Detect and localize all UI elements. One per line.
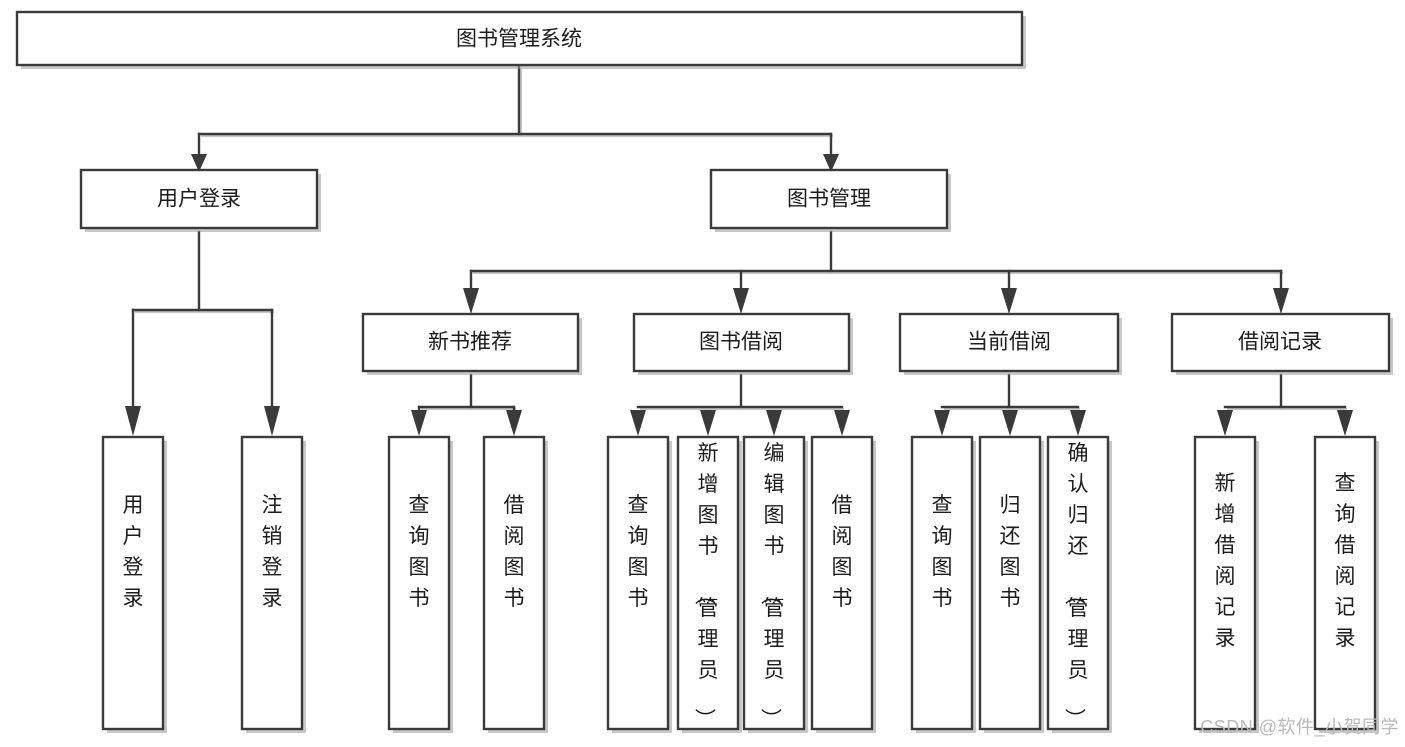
node-borrow-record-label: 借阅记录 (1238, 331, 1322, 354)
leaf-user-login-login-box (101, 435, 165, 731)
arrow-head-leaf-logout (264, 406, 280, 436)
node-user-login-box (79, 168, 319, 230)
node-current-borrow[interactable]: 当前借阅 (898, 312, 1122, 375)
node-user-login[interactable]: 用户登录 (79, 168, 321, 232)
node-root-label: 图书管理系统 (456, 28, 582, 51)
leaf-book-borrow-add-label: 新增图书（管理员） (693, 442, 719, 729)
leaf-borrow-record-query[interactable]: 查询借阅记录 (1313, 435, 1379, 733)
node-root[interactable]: 图书管理系统 (15, 10, 1026, 69)
leaf-user-login-logout-label: 注销登录 (262, 494, 283, 610)
leaf-current-borrow-return[interactable]: 归还图书 (978, 435, 1044, 733)
node-book-borrow[interactable]: 图书借阅 (632, 312, 853, 375)
arrow-head-bookborrow-leaf1 (630, 410, 646, 436)
leaf-current-borrow-confirm-label: 确认归还（管理员） (1063, 442, 1089, 729)
leaf-new-book-query[interactable]: 查询图书 (387, 435, 453, 733)
leaf-book-borrow-edit-label: 编辑图书（管理员） (759, 442, 785, 729)
node-book-management-label: 图书管理 (787, 188, 871, 211)
leaf-borrow-record-query-box (1313, 435, 1377, 731)
leaf-current-borrow-confirm[interactable]: 确认归还（管理员） (1046, 435, 1112, 733)
leaf-current-borrow-return-box (978, 435, 1042, 731)
arrow-head-current-borrow (1001, 288, 1017, 314)
arrow-head-bookborrow-leaf3 (766, 410, 782, 436)
node-user-login-label: 用户登录 (157, 188, 241, 211)
node-current-borrow-box (898, 312, 1120, 373)
leaf-book-borrow-add-box (676, 435, 740, 731)
arrow-head-book-mgmt (823, 154, 839, 172)
leaf-book-borrow-query-box (606, 435, 670, 731)
leaf-borrow-record-add-label: 新增借阅记录 (1215, 472, 1236, 650)
node-borrow-record-box (1170, 312, 1391, 373)
leaf-user-login-logout[interactable]: 注销登录 (240, 435, 306, 733)
arrow-head-newbook-leaf1 (411, 410, 427, 436)
leaf-book-borrow-borrow[interactable]: 借阅图书 (810, 435, 876, 733)
node-book-management-box (709, 168, 949, 230)
leaf-new-book-borrow-label: 借阅图书 (504, 494, 525, 610)
arrow-head-currentborrow-leaf2 (1002, 410, 1018, 436)
leaf-book-borrow-query[interactable]: 查询图书 (606, 435, 672, 733)
arrow-head-borrowrecord-leaf1 (1217, 410, 1233, 436)
leaf-user-login-logout-box (240, 435, 304, 731)
arrow-head-new-book (463, 288, 479, 314)
leaf-book-borrow-edit-box (742, 435, 806, 731)
arrow-head-user-login (191, 154, 207, 172)
node-borrow-record[interactable]: 借阅记录 (1170, 312, 1393, 375)
arrow-head-book-borrow (733, 288, 749, 314)
arrow-head-currentborrow-leaf1 (934, 410, 950, 436)
leaf-current-borrow-query-label: 查询图书 (932, 494, 953, 610)
node-book-borrow-label: 图书借阅 (699, 331, 783, 354)
arrow-head-bookborrow-leaf4 (834, 410, 850, 436)
arrow-head-borrowrecord-leaf2 (1337, 410, 1353, 436)
leaf-book-borrow-query-label: 查询图书 (628, 494, 649, 610)
node-book-management[interactable]: 图书管理 (709, 168, 951, 232)
leaf-current-borrow-return-label: 归还图书 (1000, 494, 1021, 610)
node-new-book-recommend-box (361, 312, 580, 373)
arrow-head-currentborrow-leaf3 (1070, 410, 1086, 436)
leaf-borrow-record-add[interactable]: 新增借阅记录 (1193, 435, 1259, 733)
node-new-book-recommend[interactable]: 新书推荐 (361, 312, 582, 375)
node-current-borrow-label: 当前借阅 (967, 331, 1051, 354)
leaf-new-book-query-label: 查询图书 (409, 494, 430, 610)
edge-layer (125, 64, 1353, 436)
leaf-borrow-record-add-box (1193, 435, 1257, 731)
leaf-book-borrow-edit[interactable]: 编辑图书（管理员） (742, 435, 808, 733)
node-book-borrow-box (632, 312, 851, 373)
leaf-current-borrow-query-box (910, 435, 974, 731)
arrow-head-bookborrow-leaf2 (700, 410, 716, 436)
leaf-current-borrow-confirm-box (1046, 435, 1110, 731)
leaf-user-login-login-label: 用户登录 (123, 494, 144, 610)
leaf-book-borrow-borrow-label: 借阅图书 (832, 494, 853, 610)
leaf-borrow-record-query-label: 查询借阅记录 (1335, 472, 1356, 650)
leaf-user-login-login[interactable]: 用户登录 (101, 435, 167, 733)
arrow-head-leaf-user-login (125, 406, 141, 436)
csdn-watermark: CSDN @软件_小贺同学 (1200, 717, 1399, 737)
arrow-head-newbook-leaf2 (506, 410, 522, 436)
leaf-current-borrow-query[interactable]: 查询图书 (910, 435, 976, 733)
leaf-book-borrow-borrow-box (810, 435, 874, 731)
node-root-box (15, 10, 1024, 67)
leaf-new-book-borrow[interactable]: 借阅图书 (482, 435, 548, 733)
leaf-new-book-borrow-box (482, 435, 546, 731)
leaf-new-book-query-box (387, 435, 451, 731)
node-new-book-recommend-label: 新书推荐 (428, 331, 512, 354)
leaf-book-borrow-add[interactable]: 新增图书（管理员） (676, 435, 742, 733)
arrow-head-borrow-record (1273, 288, 1289, 314)
